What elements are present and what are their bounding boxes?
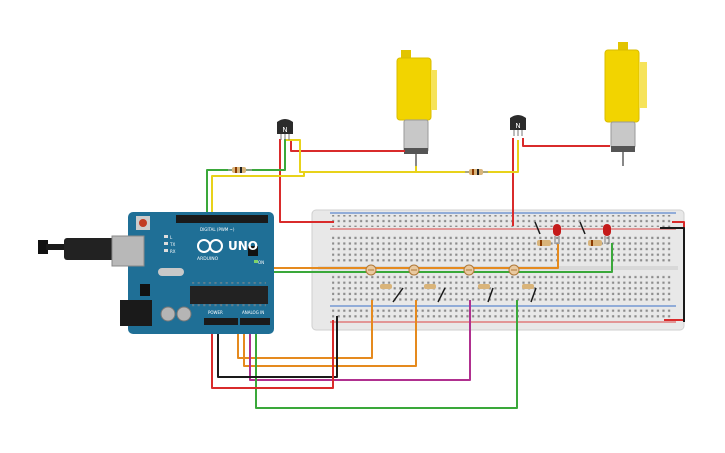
wire-black: [217, 316, 338, 378]
digital-header-label: DIGITAL (PWM ~): [200, 227, 235, 232]
resistor[interactable]: [380, 284, 392, 289]
red-led[interactable]: [603, 224, 611, 244]
wire-yellow: [286, 139, 417, 173]
wire-green: [255, 300, 518, 409]
npn-transistor-2[interactable]: N: [510, 115, 526, 136]
dc-motor-right[interactable]: [604, 42, 647, 166]
npn-transistor-1[interactable]: N: [277, 119, 293, 140]
wire-red: [279, 139, 334, 223]
resistor[interactable]: [424, 284, 436, 289]
wire-red: [290, 139, 405, 152]
resistor[interactable]: [522, 284, 534, 289]
photoresistor[interactable]: [408, 264, 420, 276]
analog-header-label: ANALOG IN: [242, 310, 264, 315]
photoresistor[interactable]: [365, 264, 377, 276]
wire-black: [660, 227, 685, 322]
tx-label: TX: [169, 242, 175, 247]
red-led[interactable]: [553, 224, 561, 244]
resistor[interactable]: [228, 167, 252, 173]
photoresistor[interactable]: [508, 264, 520, 276]
arduino-logo-icon: [197, 239, 223, 253]
resistor[interactable]: [465, 169, 488, 175]
usb-cable-icon: [38, 238, 116, 260]
l-led-label: L: [170, 235, 173, 240]
wire-magenta: [249, 300, 471, 381]
wire-red: [211, 320, 334, 389]
wire-red: [522, 138, 610, 147]
resistor[interactable]: [478, 284, 490, 289]
dc-motor-left[interactable]: [396, 50, 437, 170]
wire-yellow: [211, 140, 519, 220]
photoresistor[interactable]: [463, 264, 475, 276]
board-brand-label: ARDUINO: [197, 256, 219, 262]
power-header-label: POWER: [208, 310, 223, 315]
wire-orange: [243, 300, 417, 367]
transistor-label: N: [282, 126, 287, 134]
resistor[interactable]: [588, 240, 602, 246]
transistor-label: N: [515, 122, 520, 130]
wire-orange: [237, 300, 373, 359]
arduino-uno-board[interactable]: UNO ARDUINO DIGITAL (PWM ~) POWER ANALOG…: [38, 212, 274, 334]
rx-label: RX: [170, 249, 176, 254]
on-led-label: ON: [258, 260, 264, 265]
wire-green: [206, 139, 286, 220]
resistor[interactable]: [537, 240, 551, 246]
board-model-label: UNO: [228, 239, 258, 253]
